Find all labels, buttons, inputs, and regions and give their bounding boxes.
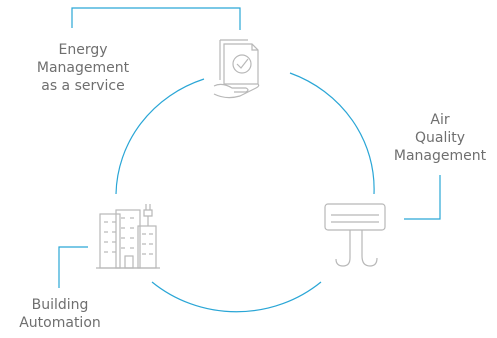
building-automation-label: Building Automation — [10, 296, 110, 332]
air-label-line-3: Management — [393, 148, 487, 164]
building-label-line-1: Building — [31, 297, 89, 313]
air-conditioner-icon — [324, 203, 386, 267]
energy-management-label: Energy Management as a service — [23, 41, 143, 95]
air-label-line-2: Quality — [414, 130, 466, 146]
cycle-arc-top — [115, 78, 205, 195]
document-check-hand-icon — [213, 39, 260, 99]
air-connector — [404, 175, 441, 220]
cycle-arc-right — [289, 72, 375, 195]
energy-label-line-1: Energy — [58, 42, 108, 58]
air-quality-label: Air Quality Management — [380, 111, 497, 165]
energy-label-line-2: Management — [36, 60, 130, 76]
energy-label-line-3: as a service — [41, 78, 125, 94]
building-connector — [58, 246, 88, 288]
building-label-line-2: Automation — [19, 315, 101, 331]
cycle-arc-bottom — [151, 281, 322, 313]
air-label-line-1: Air — [430, 112, 450, 128]
buildings-plug-icon — [96, 204, 160, 269]
energy-connector — [71, 7, 241, 30]
